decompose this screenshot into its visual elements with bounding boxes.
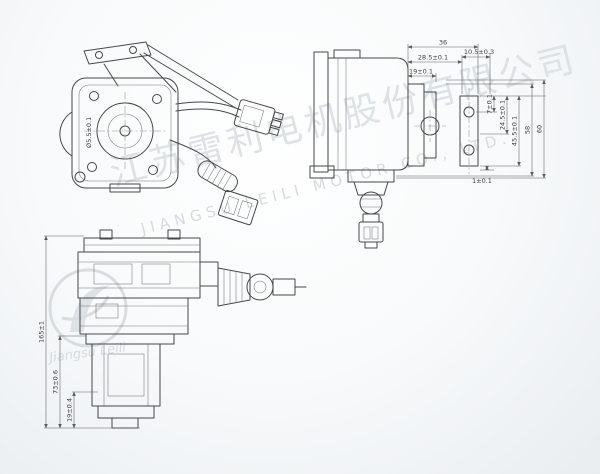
dim-clearance: 1±0.1	[472, 177, 492, 185]
cable-upper	[175, 101, 242, 118]
lower-view: 165±1 73±0.6 19±0.4	[38, 229, 307, 429]
watermark: 江苏雷利电机股份有限公司 JIANGSU LEILI MOTOR CO., LT…	[106, 39, 582, 239]
dim-base-height: 19±0.4	[66, 398, 74, 422]
logo-circle	[48, 268, 128, 348]
dim-height-a: 7±0.1	[486, 94, 494, 114]
dim-height-d: 58	[524, 126, 532, 134]
dim-total-width: 36	[439, 39, 447, 47]
dim-body-height: 73±0.6	[52, 370, 60, 394]
motor-housing	[59, 77, 179, 193]
lower-body	[77, 229, 307, 429]
cable-lower	[169, 139, 217, 169]
connector-lower-plug	[217, 190, 259, 226]
dim-width-c: 19±0.1	[409, 68, 433, 76]
lower-dimensions: 165±1 73±0.6 19±0.4	[38, 235, 140, 429]
dim-width-a: 28.5±0.1	[418, 54, 448, 62]
connector-upper	[233, 99, 284, 136]
front-view: Ø5.5±0.1	[59, 41, 284, 226]
side-body	[309, 49, 479, 179]
mounting-bracket	[83, 41, 239, 108]
dim-total-height: 165±1	[38, 321, 46, 343]
side-view: 36 28.5±0.1 10.5±0.3 19±0.1 7±0.1 24.5±0…	[309, 39, 546, 249]
connector-lower-barrel	[197, 160, 238, 193]
dim-height-e: 60	[536, 125, 544, 133]
side-dimensions: 36 28.5±0.1 10.5±0.3 19±0.1 7±0.1 24.5±0…	[396, 39, 546, 185]
hole-callout-label: Ø5.5±0.1	[85, 117, 93, 148]
dim-height-b: 24.5±0.1	[499, 100, 507, 130]
logo-swoosh-line	[61, 295, 110, 321]
dim-width-b: 10.5±0.3	[464, 48, 494, 56]
side-valve	[347, 169, 395, 249]
dim-height-c: 45.5±0.1	[511, 116, 519, 146]
logo-swoosh	[70, 285, 110, 332]
